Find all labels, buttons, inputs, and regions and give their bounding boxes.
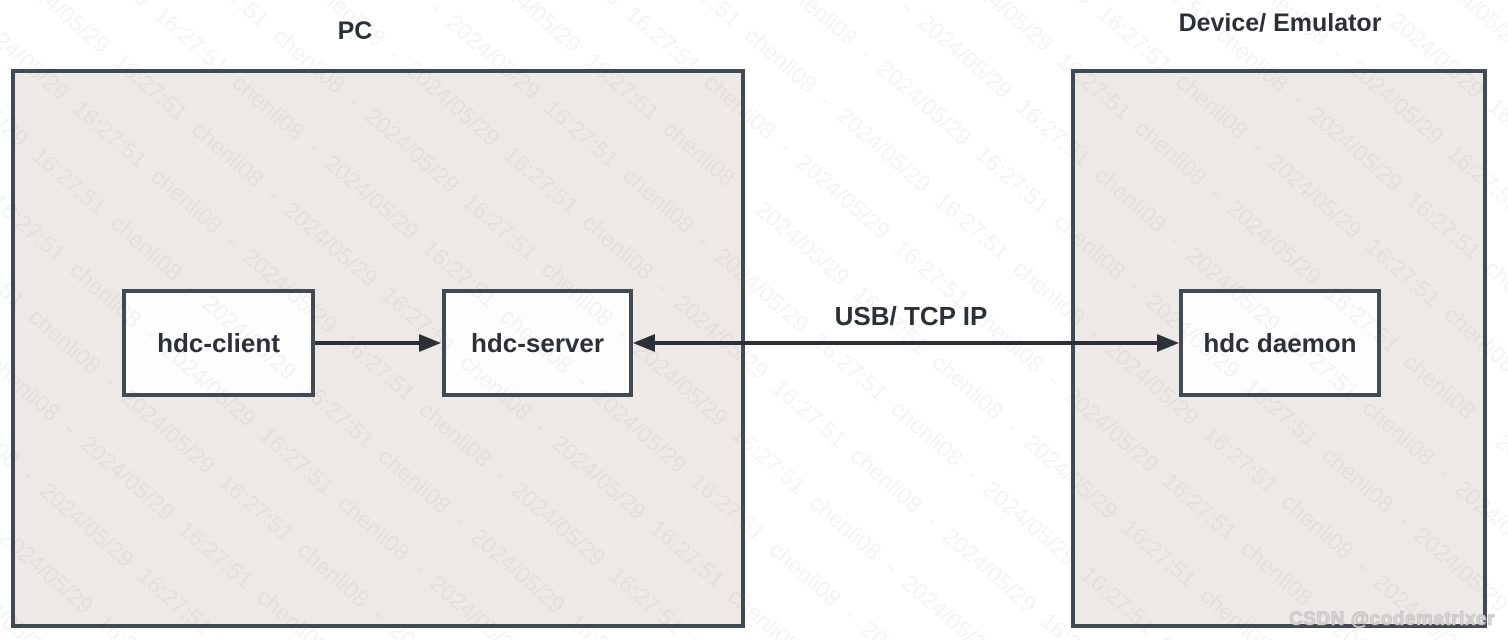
node-hdc-client-label: hdc-client bbox=[157, 327, 280, 358]
node-hdc-client: hdc-client bbox=[122, 289, 315, 397]
pc-container-title: PC bbox=[337, 17, 373, 45]
node-hdc-daemon: hdc daemon bbox=[1179, 289, 1381, 397]
device-container-title: Device/ Emulator bbox=[1178, 9, 1382, 37]
csdn-watermark: CSDN @codematrixer bbox=[1289, 609, 1495, 631]
node-hdc-server: hdc-server bbox=[442, 289, 633, 397]
node-hdc-server-label: hdc-server bbox=[471, 327, 604, 358]
node-hdc-daemon-label: hdc daemon bbox=[1203, 327, 1357, 358]
connection-label-usb-tcpip: USB/ TCP IP bbox=[834, 301, 988, 331]
